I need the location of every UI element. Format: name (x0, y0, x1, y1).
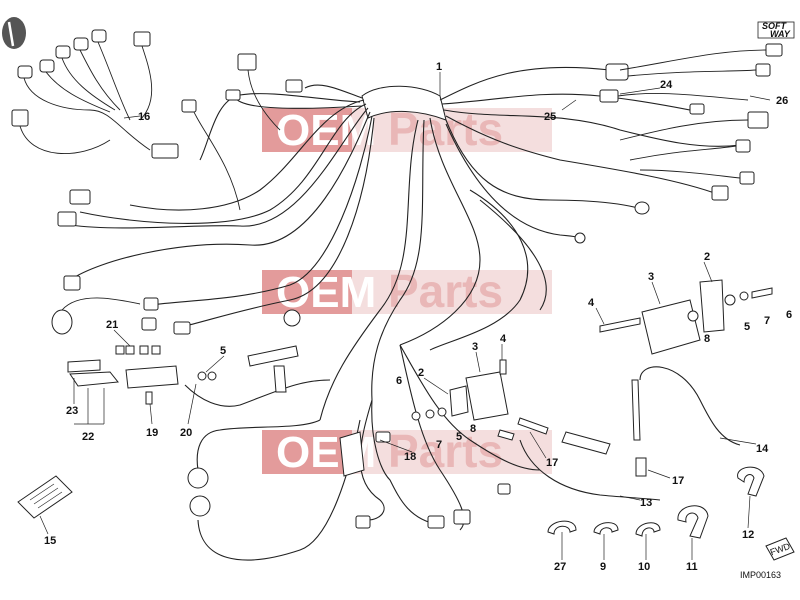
callout-14: 14 (756, 443, 769, 455)
callout-3-lower: 3 (472, 341, 478, 353)
diagram-code: IMP00163 (740, 570, 781, 580)
callout-4-lower: 4 (500, 333, 507, 345)
left-connectors (51, 53, 303, 335)
callout-5-right: 5 (744, 321, 750, 333)
callout-6-middle: 6 (396, 375, 402, 387)
callout-27: 27 (554, 561, 566, 573)
callout-4-upper: 4 (588, 297, 595, 309)
callout-9: 9 (600, 561, 606, 573)
callout-labels: 1 2 2 3 3 4 4 5 5 5 6 6 7 7 8 8 9 10 11 … (44, 61, 792, 573)
main-harness-wires (69, 66, 741, 561)
callout-3-upper: 3 (648, 271, 654, 283)
ecu-connector (187, 431, 511, 529)
spark-plug-leads (497, 379, 647, 477)
callout-15: 15 (44, 535, 56, 547)
right-connectors (574, 43, 783, 244)
watermark-parts-2: Parts (388, 265, 503, 317)
callout-24: 24 (660, 79, 673, 91)
callout-25: 25 (544, 111, 556, 123)
callout-6-right: 6 (786, 309, 792, 321)
callout-18: 18 (404, 451, 416, 463)
connector-cluster-16 (11, 29, 179, 159)
fuse-box-assembly (67, 345, 299, 405)
callout-5-middle: 5 (456, 431, 462, 443)
callout-2-lower: 2 (418, 367, 424, 379)
callout-5-left: 5 (220, 345, 226, 357)
callout-8-right: 8 (704, 333, 710, 345)
callout-19: 19 (146, 427, 158, 439)
watermark-parts-3: Parts (388, 425, 503, 477)
callout-20: 20 (180, 427, 192, 439)
callout-21: 21 (106, 319, 118, 331)
logo-line-2: WAY (770, 29, 791, 39)
callout-16: 16 (138, 111, 150, 123)
callout-10: 10 (638, 561, 650, 573)
callout-8-middle: 8 (470, 423, 476, 435)
callout-7-right: 7 (764, 315, 770, 327)
softway-logo: SOFT WAY (757, 21, 795, 39)
callout-7-middle: 7 (436, 439, 442, 451)
callout-2-upper: 2 (704, 251, 710, 263)
ignition-coil-lower (411, 359, 509, 421)
callout-1: 1 (436, 61, 442, 73)
logo-line-1: SOFT (762, 21, 788, 31)
callout-22: 22 (82, 431, 94, 443)
ignition-coil-upper (599, 279, 773, 355)
callout-13: 13 (640, 497, 652, 509)
part-15-remote (17, 475, 73, 519)
callout-26: 26 (776, 95, 788, 107)
callout-23: 23 (66, 405, 78, 417)
callout-12: 12 (742, 529, 754, 541)
callout-17-middle: 17 (546, 457, 558, 469)
callout-17-right: 17 (672, 475, 684, 487)
cable-clamps (547, 466, 765, 539)
callout-leaders (39, 72, 771, 560)
callout-11: 11 (686, 561, 698, 573)
brand-logo-icon (2, 17, 26, 49)
forward-direction-icon: FWD (765, 537, 795, 561)
